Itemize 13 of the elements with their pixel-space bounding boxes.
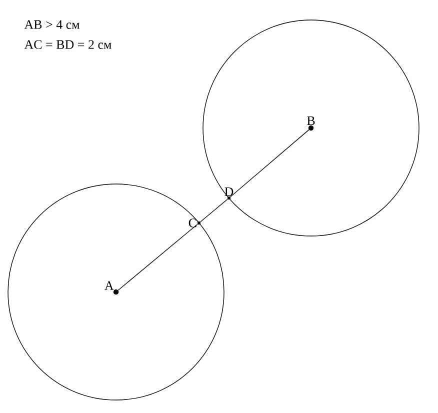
labelled-point: A bbox=[104, 281, 119, 295]
labelled-point: D bbox=[224, 187, 234, 200]
labelled-point: C bbox=[188, 218, 201, 228]
line-segment bbox=[230, 129, 310, 198]
condition-text: AC = BD = 2 см bbox=[24, 40, 112, 49]
node-label: A bbox=[104, 281, 114, 290]
labelled-point: B bbox=[307, 116, 315, 131]
node-label: C bbox=[188, 218, 196, 228]
line-segment bbox=[118, 224, 198, 291]
node-label: B bbox=[307, 116, 315, 125]
condition-text: AB > 4 см bbox=[24, 20, 80, 29]
node-label: D bbox=[224, 187, 234, 196]
line-segment bbox=[200, 198, 228, 222]
